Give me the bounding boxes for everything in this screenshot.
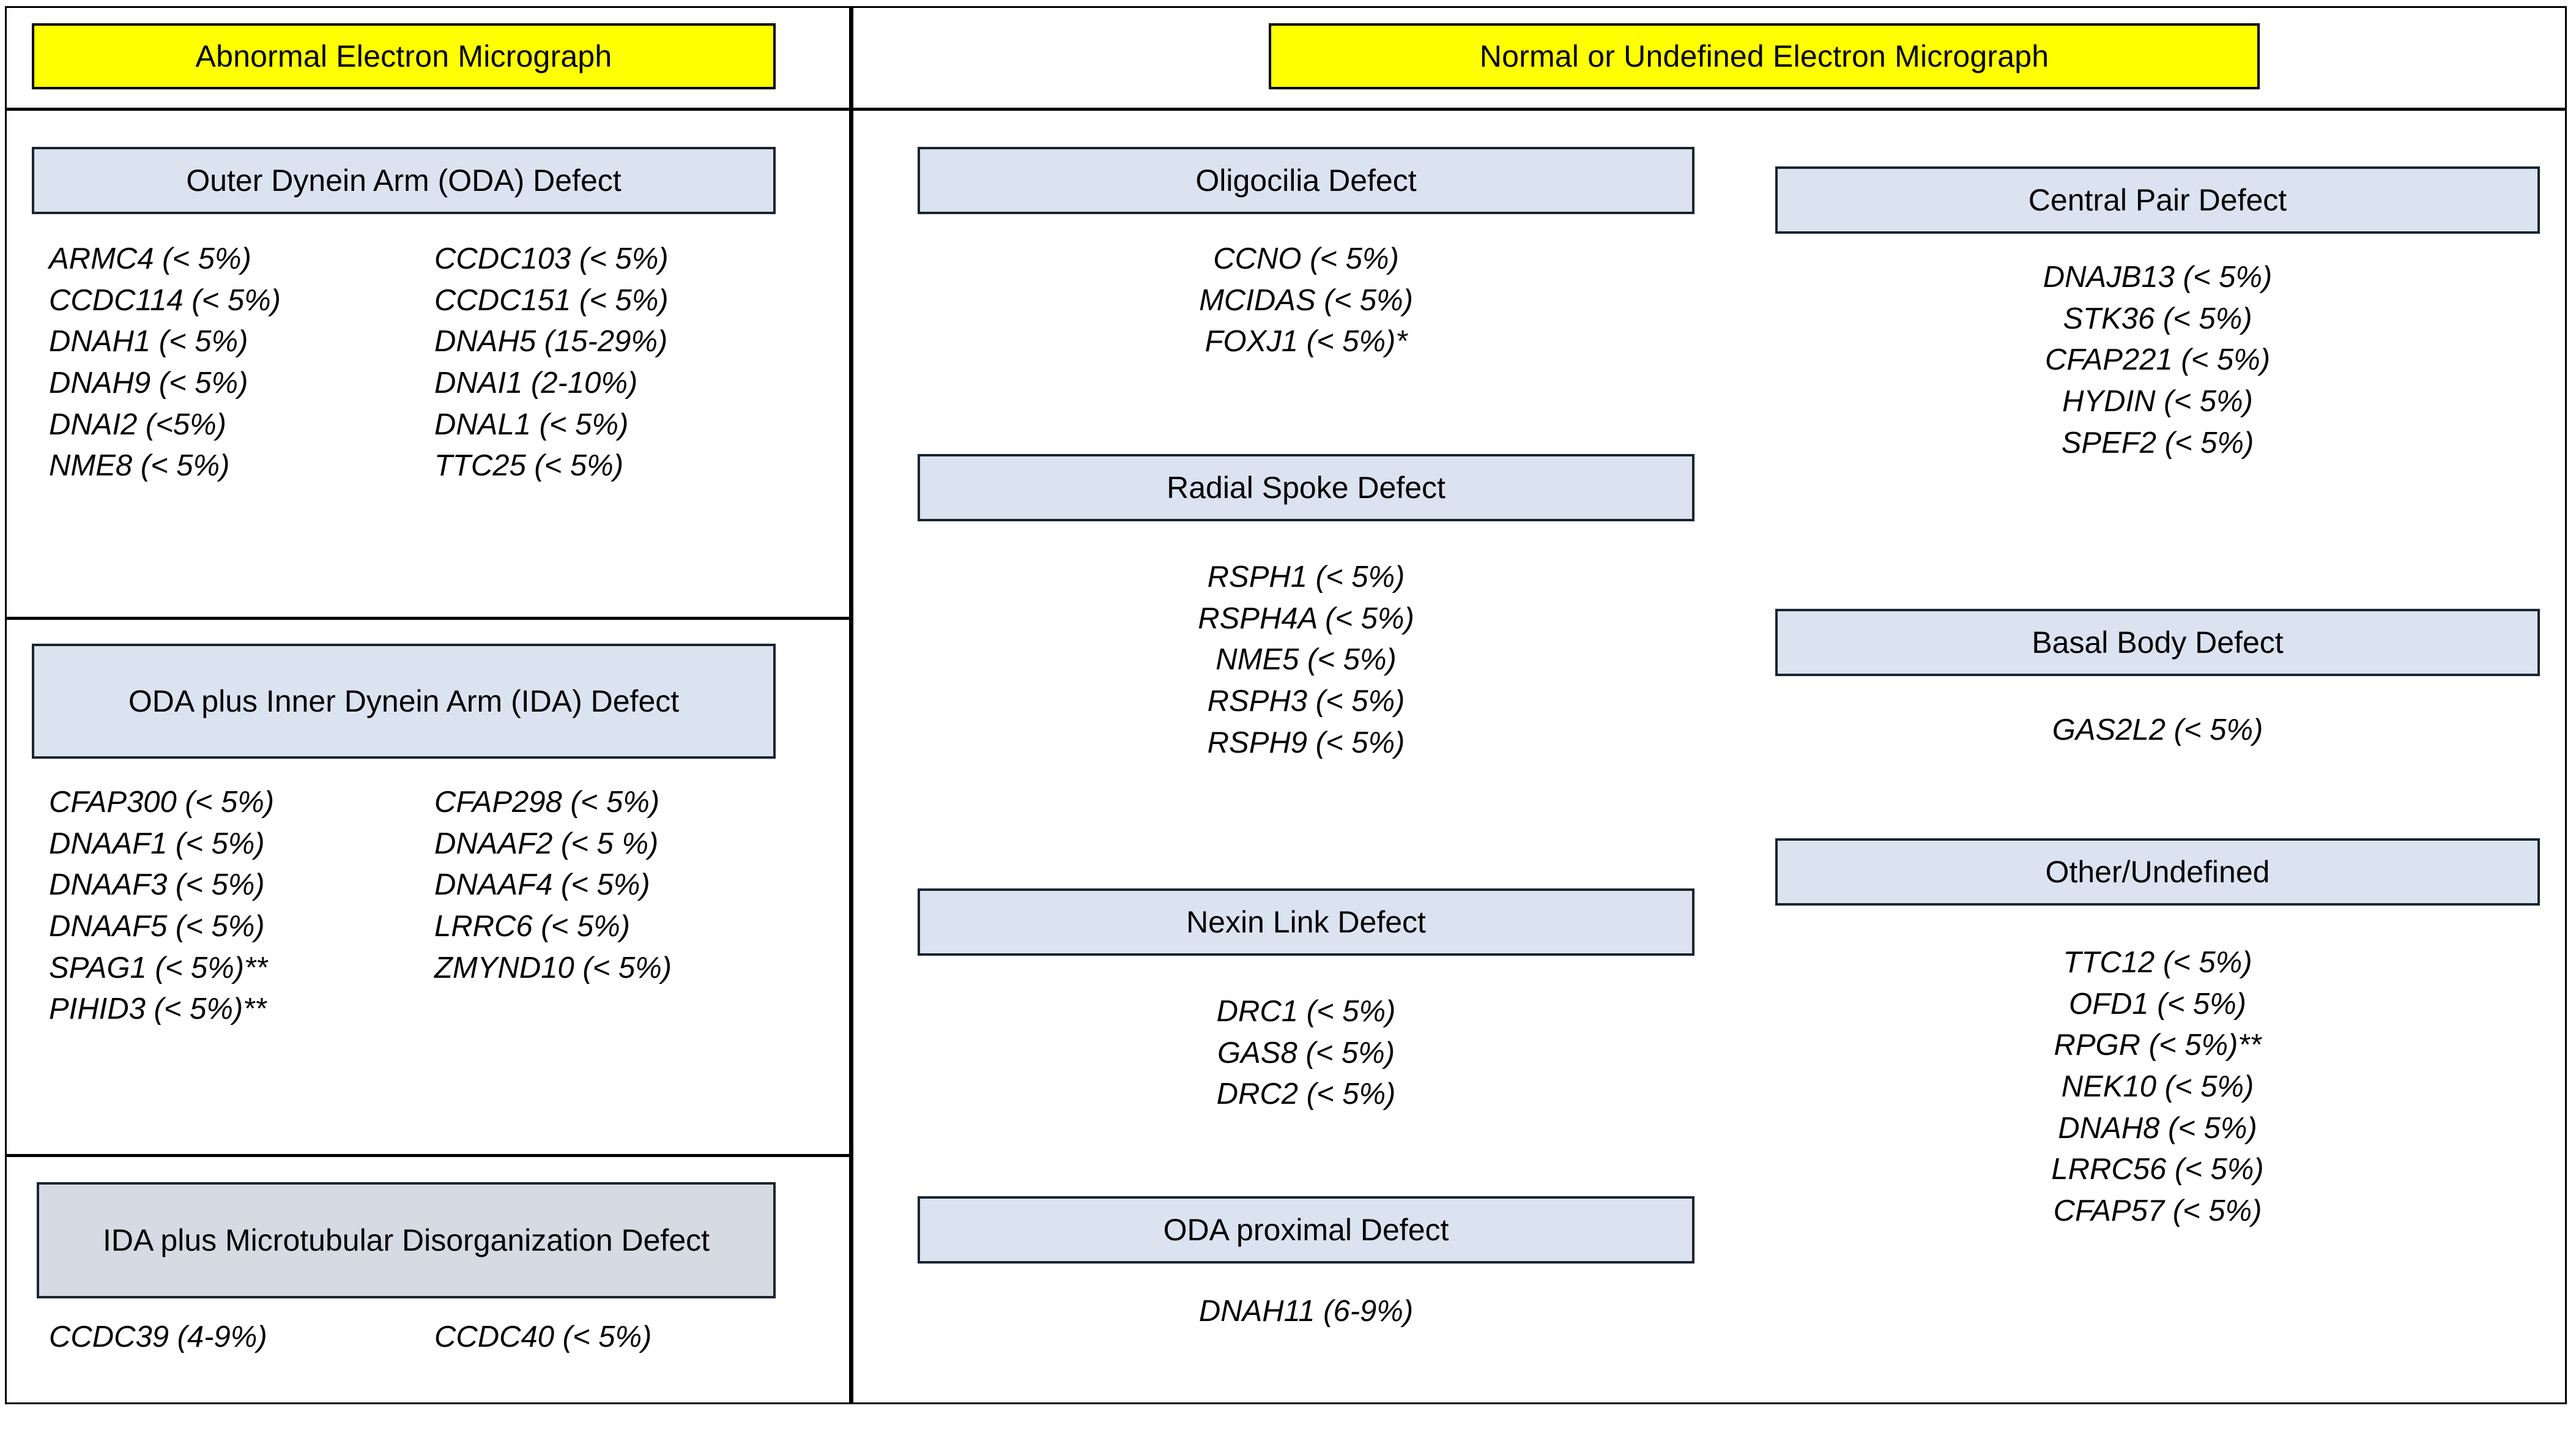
gene-item: DNAH11 (6-9%): [1198, 1295, 1414, 1328]
gene-item: RSPH3 (< 5%): [1207, 685, 1405, 718]
section-header-oligocilia-defect: Oligocilia Defect: [918, 147, 1694, 214]
left-row-divider-1: [5, 108, 852, 111]
gene-item: SPEF2 (< 5%): [2061, 426, 2254, 460]
gene-item: DNAAF2 (< 5 %): [434, 827, 659, 860]
gene-item: ZMYND10 (< 5%): [434, 951, 672, 984]
gene-item: CCNO (< 5%): [1213, 242, 1399, 275]
gene-item: NEK10 (< 5%): [2061, 1070, 2254, 1104]
section-header-central-pair-defect: Central Pair Defect: [1775, 166, 2540, 234]
gene-item: CCDC151 (< 5%): [434, 283, 669, 317]
right-banner-divider: [852, 108, 2567, 111]
section-header-ida-plus-microtubular-disorganization-defect: IDA plus Microtubular Disorganization De…: [37, 1182, 776, 1298]
gene-item: ARMC4 (< 5%): [49, 242, 251, 275]
gene-item: FOXJ1 (< 5%)*: [1204, 325, 1408, 359]
left-row-divider-2: [5, 617, 852, 620]
gene-item: LRRC56 (< 5%): [2051, 1153, 2264, 1186]
gene-item: DNAL1 (< 5%): [434, 408, 629, 441]
gene-item: CFAP298 (< 5%): [434, 786, 660, 819]
gene-item: DNAAF1 (< 5%): [49, 827, 265, 860]
gene-item: RSPH9 (< 5%): [1207, 726, 1405, 759]
gene-item: SPAG1 (< 5%)**: [49, 951, 268, 984]
gene-item: DNAI2 (<5%): [49, 408, 227, 441]
gene-item: DNAAF3 (< 5%): [49, 868, 265, 902]
gene-item: HYDIN (< 5%): [2062, 385, 2253, 419]
gene-item: TTC12 (< 5%): [2063, 946, 2252, 979]
section-header-basal-body-defect: Basal Body Defect: [1775, 609, 2540, 676]
gene-item: GAS2L2 (< 5%): [2052, 713, 2263, 746]
gene-item: DNAAF4 (< 5%): [434, 868, 650, 902]
gene-item: CFAP57 (< 5%): [2053, 1194, 2262, 1228]
section-header-nexin-link-defect: Nexin Link Defect: [918, 888, 1694, 956]
section-header-other-undefined: Other/Undefined: [1775, 838, 2540, 906]
section-header-oda-plus-ida-defect: ODA plus Inner Dynein Arm (IDA) Defect: [32, 644, 776, 759]
gene-item: CCDC39 (4-9%): [49, 1320, 267, 1353]
gene-item: CFAP300 (< 5%): [49, 786, 275, 819]
gene-item: GAS8 (< 5%): [1217, 1036, 1395, 1070]
gene-item: CCDC40 (< 5%): [434, 1320, 652, 1353]
gene-item: DNAH5 (15-29%): [434, 325, 668, 359]
gene-item: OFD1 (< 5%): [2069, 987, 2246, 1021]
gene-item: LRRC6 (< 5%): [434, 910, 630, 944]
gene-item: CCDC103 (< 5%): [434, 242, 669, 275]
gene-item: RSPH4A (< 5%): [1198, 601, 1414, 635]
gene-item: DNAI1 (2-10%): [434, 367, 638, 400]
gene-item: PIHID3 (< 5%)**: [49, 992, 267, 1026]
gene-item: NME5 (< 5%): [1216, 643, 1397, 677]
column-divider: [849, 6, 853, 1404]
gene-item: DNAH1 (< 5%): [49, 325, 248, 359]
gene-item: [434, 989, 672, 1030]
gene-item: DNAH9 (< 5%): [49, 367, 248, 400]
gene-item: NME8 (< 5%): [49, 449, 230, 483]
gene-item: DRC1 (< 5%): [1216, 995, 1396, 1028]
left-row-divider-3: [5, 1154, 852, 1157]
gene-item: CCDC114 (< 5%): [49, 283, 281, 317]
gene-item: DNAAF5 (< 5%): [49, 910, 265, 944]
gene-item: DNAJB13 (< 5%): [2043, 261, 2273, 294]
section-header-radial-spoke-defect: Radial Spoke Defect: [918, 454, 1694, 521]
gene-item: RSPH1 (< 5%): [1207, 560, 1405, 594]
gene-item: DRC2 (< 5%): [1216, 1078, 1396, 1111]
gene-item: CFAP221 (< 5%): [2044, 343, 2271, 377]
banner-normal-or-undefined-electron-micrograph: Normal or Undefined Electron Micrograph: [1269, 23, 2260, 89]
gene-item: RPGR (< 5%)**: [2054, 1029, 2262, 1062]
gene-item: MCIDAS (< 5%): [1199, 283, 1413, 317]
banner-abnormal-electron-micrograph: Abnormal Electron Micrograph: [32, 23, 776, 89]
section-header-oda-defect: Outer Dynein Arm (ODA) Defect: [32, 147, 776, 214]
section-header-oda-proximal-defect: ODA proximal Defect: [918, 1196, 1694, 1264]
gene-item: STK36 (< 5%): [2063, 302, 2252, 335]
gene-item: TTC25 (< 5%): [434, 449, 624, 483]
gene-item: DNAH8 (< 5%): [2058, 1111, 2257, 1145]
table-outer-border: [5, 6, 2567, 1404]
